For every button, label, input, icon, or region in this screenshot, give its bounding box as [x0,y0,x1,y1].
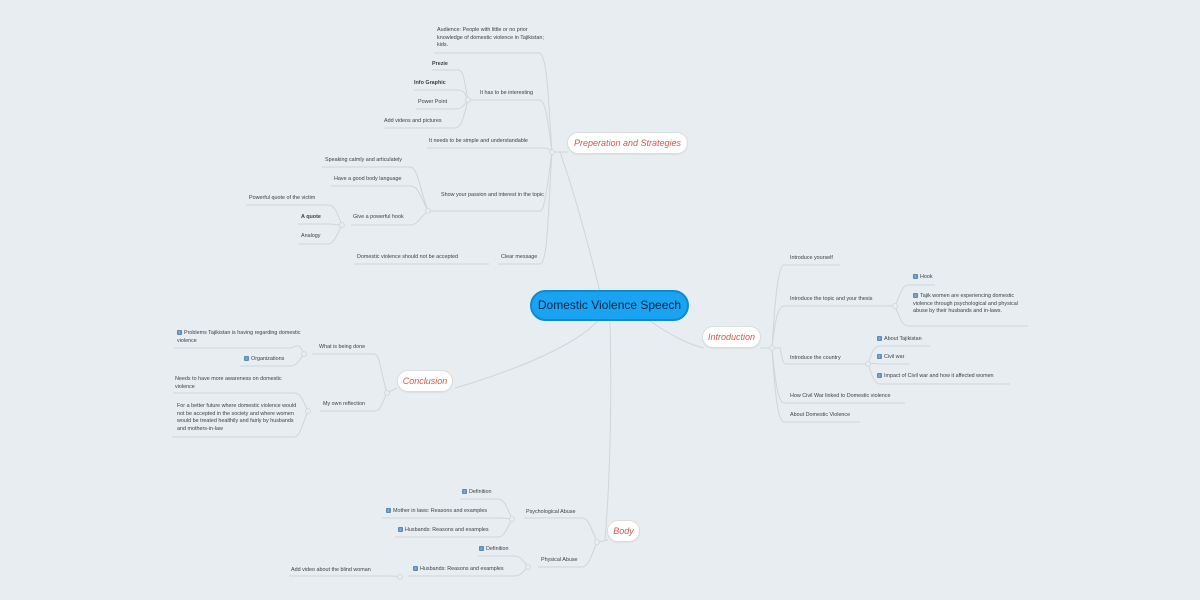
impact-civil-war-label: Impact of Civil war and how it affected … [884,373,994,379]
husbands1-label: Husbands: Reasons and examples [405,527,489,533]
organizations-label: Organizations [251,356,285,362]
husbands2-label: Husbands: Reasons and examples [420,566,504,572]
topic-introduce-yourself[interactable]: Introduce yourself [790,255,833,261]
tajik-women-label: Tajik women are experiencing domestic vi… [913,293,1018,315]
definition1-label: Definition [469,489,492,495]
note-icon[interactable]: ≡ [386,508,391,514]
topic-powerpoint[interactable]: Power Point [418,99,448,105]
topic-about-dv[interactable]: About Domestic Violence [790,412,851,418]
note-icon[interactable]: ≡ [244,356,249,362]
topic-what-done[interactable]: What is being done [319,344,366,350]
topic-clear-message[interactable]: Clear message [501,254,538,260]
branch-preparation[interactable]: Preperation and Strategies [567,132,688,154]
note-icon[interactable]: ≡ [913,274,918,280]
mother-in-laws-label: Mother in laws: Reasons and examples [393,508,488,514]
topic-civil-war[interactable]: ≡Civil war [877,354,904,362]
topic-problems[interactable]: ≡Problems Tajikistan is having regarding… [177,330,302,345]
root-topic[interactable]: Domestic Violence Speech [530,290,689,321]
branch-introduction[interactable]: Introduction [702,326,761,348]
topic-blind-woman[interactable]: Add video about the blind woman [291,567,371,573]
branch-body[interactable]: Body [607,520,640,542]
topic-psychological[interactable]: Psychological Abuse [526,509,576,515]
topic-hook-intro[interactable]: ≡Hook [913,274,933,282]
civil-war-label: Civil war [884,354,905,360]
problems-label: Problems Tajikistan is having regarding … [177,330,301,344]
topic-about-tajikistan[interactable]: ≡About Tajikistan [877,336,922,344]
note-icon[interactable]: ≡ [877,354,882,360]
note-icon[interactable]: ≡ [462,489,467,495]
definition2-label: Definition [486,546,509,552]
note-icon[interactable]: ≡ [913,293,918,299]
topic-topic-thesis[interactable]: Introduce the topic and your thesis [790,296,873,302]
topic-simple[interactable]: It needs to be simple and understandable [429,138,528,144]
topic-definition1[interactable]: ≡Definition [462,489,491,497]
topic-hook[interactable]: Give a powerful hook [353,214,404,220]
topic-powerful-quote[interactable]: Powerful quote of the victim [249,195,316,201]
topic-body-language[interactable]: Have a good body language [334,176,402,182]
topic-mother-in-laws[interactable]: ≡Mother in laws: Reasons and examples [386,508,487,516]
hook-label: Hook [920,274,933,280]
topic-country[interactable]: Introduce the country [790,355,841,361]
note-icon[interactable]: ≡ [877,373,882,379]
note-icon[interactable]: ≡ [413,566,418,572]
topic-impact-civil-war[interactable]: ≡Impact of Civil war and how it affected… [877,373,994,381]
topic-reflection[interactable]: My own reflection [323,401,365,407]
note-icon[interactable]: ≡ [398,527,403,533]
topic-prezi[interactable]: Prezie [432,61,448,67]
topic-husbands1[interactable]: ≡Husbands: Reasons and examples [398,527,489,535]
topic-interesting[interactable]: It has to be interesting [480,90,534,96]
topic-organizations[interactable]: ≡Organizations [244,356,284,364]
topic-physical[interactable]: Physical Abuse [541,557,578,563]
topic-husbands2[interactable]: ≡Husbands: Reasons and examples [413,566,504,574]
note-icon[interactable]: ≡ [479,546,484,552]
topic-not-accepted[interactable]: Domestic violence should not be accepted [357,254,458,260]
topic-awareness[interactable]: Needs to have more awareness on domestic… [175,376,282,390]
topic-videos[interactable]: Add videos and pictures [384,118,442,124]
note-icon[interactable]: ≡ [877,336,882,342]
topic-civil-war-linked[interactable]: How Civil War linked to Domestic violenc… [790,393,891,399]
topic-future[interactable]: For a better future where domestic viole… [177,403,297,432]
topic-analogy[interactable]: Analogy [301,233,321,239]
topic-quote[interactable]: A quote [301,214,321,220]
topic-audience[interactable]: Audience: People with little or no prior… [437,27,544,49]
topic-speaking[interactable]: Speaking calmly and articulately [325,157,403,163]
topic-tajik-women[interactable]: ≡Tajik women are experiencing domestic v… [913,293,1028,316]
topic-infographic[interactable]: Info Graphic [414,80,446,86]
topic-definition2[interactable]: ≡Definition [479,546,508,554]
note-icon[interactable]: ≡ [177,330,182,336]
about-tajikistan-label: About Tajikistan [884,336,922,342]
topic-passion[interactable]: Show your passion and interest in the to… [441,192,544,198]
branch-conclusion[interactable]: Conclusion [397,370,453,392]
